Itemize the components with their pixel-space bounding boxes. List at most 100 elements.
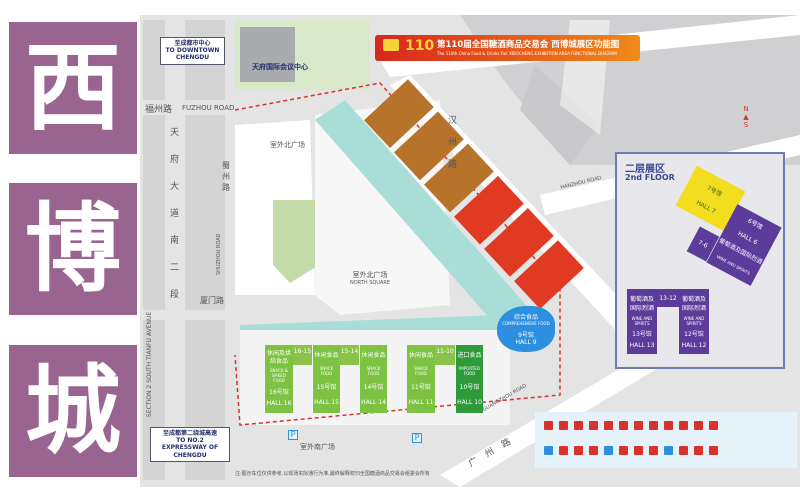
hall-12-en: HALL 12 bbox=[681, 342, 707, 350]
road-shuzhou-en: SHUZHOU ROAD bbox=[216, 233, 222, 275]
hall-12-category-en: WINE AND SPIRITS bbox=[683, 315, 705, 326]
no-entry-icon bbox=[709, 421, 718, 430]
hall-cat: 休闲食品 bbox=[314, 351, 339, 359]
no-entry-icon bbox=[709, 446, 718, 455]
north-square-cn: 室外北广场 bbox=[352, 271, 388, 279]
map-legend bbox=[535, 412, 797, 468]
toilet-icon bbox=[559, 446, 568, 455]
cafe-icon bbox=[694, 421, 703, 430]
connector-11-10[interactable]: 11-10 bbox=[435, 345, 455, 365]
parking-icon bbox=[619, 446, 628, 455]
title-char-bo: 博 bbox=[9, 183, 137, 315]
footnote: 注:图示车位仅供参考,以现场实际通行为准,最终解释权归全国糖酒商品交易会组委会所… bbox=[235, 471, 430, 477]
hall-12[interactable]: 葡萄酒及国际烈酒 WINE AND SPIRITS 12号馆 HALL 12 bbox=[679, 289, 709, 354]
fire-icon bbox=[604, 421, 613, 430]
fair-logo-icon bbox=[383, 39, 399, 51]
fire-icon bbox=[604, 446, 613, 455]
road-fuzhou-cn: 福州路 bbox=[145, 105, 173, 115]
info-icon bbox=[544, 421, 553, 430]
connector-label: 15-14 bbox=[340, 348, 359, 355]
hall-en: HALL 16 bbox=[266, 400, 292, 408]
restaurant-icon bbox=[574, 421, 583, 430]
road-xiamen-cn: 厦门路 bbox=[200, 296, 224, 305]
fair-logo-number: 110 bbox=[405, 38, 435, 54]
hall-en: HALL 15 bbox=[314, 398, 339, 406]
hall-13-en: HALL 13 bbox=[629, 342, 655, 350]
compass-icon: N▲S bbox=[743, 105, 749, 129]
sign-expressway: 至成都第二绕城高速 TO NO.2 EXPRESSWAY OF CHENGDU bbox=[150, 427, 230, 462]
info-icon bbox=[544, 446, 553, 455]
south-square: 室外南广场 bbox=[300, 443, 335, 451]
taxi-icon bbox=[649, 421, 658, 430]
title-banner: 110 第110届全国糖酒商品交易会 西博城展区功能图 The 110th Ch… bbox=[375, 35, 640, 61]
convention-center-label: 天府国际会议中心 bbox=[252, 63, 308, 71]
hall-13[interactable]: 葡萄酒及国际烈酒 WINE AND SPIRITS 13号馆 HALL 13 bbox=[627, 289, 657, 354]
parking-icon: P bbox=[412, 433, 422, 443]
hall-9-number: 9号馆 bbox=[518, 332, 534, 339]
first-aid-icon bbox=[589, 446, 598, 455]
road-tianfu-en: SECTION 2 SOUTH TIANFU AVENUE bbox=[146, 311, 153, 417]
west-square: 室外北广场 bbox=[270, 141, 305, 149]
sign-downtown: 至成都市中心 TO DOWNTOWN CHENGDU bbox=[160, 37, 225, 65]
hall-num: 10号馆 bbox=[459, 384, 480, 392]
hall-cat-en: SNACK FOOD bbox=[414, 365, 428, 376]
hall-9-category: 综合食品 bbox=[513, 314, 538, 321]
hall-en: HALL 10 bbox=[457, 398, 482, 406]
hall-num: 15号馆 bbox=[316, 384, 337, 392]
restaurant-icon bbox=[574, 446, 583, 455]
hall-cat: 休闲及烘焙食品 bbox=[266, 350, 291, 365]
parking-icon: P bbox=[288, 430, 298, 440]
exit-icon bbox=[664, 446, 673, 455]
atm-icon bbox=[679, 421, 688, 430]
hall-en: HALL 11 bbox=[408, 398, 434, 406]
bus-icon bbox=[634, 421, 643, 430]
hall-10[interactable]: 进口食品 IMPORTED FOOD 10号馆 HALL 10 bbox=[456, 345, 483, 413]
first-aid-icon bbox=[589, 421, 598, 430]
hall-9-category-en: COMPREHENSIVE FOOD bbox=[502, 321, 550, 326]
hall-1 bbox=[364, 79, 434, 149]
hall-13-number: 13号馆 bbox=[632, 331, 652, 339]
floor2-title-en: 2nd FLOOR bbox=[625, 173, 675, 182]
hall-13-category: 葡萄酒及国际烈酒 bbox=[629, 295, 654, 312]
hall-12-category: 葡萄酒及国际烈酒 bbox=[681, 295, 706, 312]
hall-16[interactable]: 休闲及烘焙食品 SNACK & BAKED FOOD 16号馆 HALL 16 bbox=[265, 345, 293, 413]
hall-13-category-en: WINE AND SPIRITS bbox=[631, 315, 653, 326]
hall-3 bbox=[424, 143, 494, 213]
banner-title-en: The 110th China Food & Drinks Fair XIBOC… bbox=[437, 51, 617, 56]
north-square-en: NORTH SQUARE bbox=[350, 280, 391, 286]
connector-16-15[interactable]: 16-15 bbox=[293, 345, 312, 365]
sign-expressway-en: TO NO.2 EXPRESSWAY OF CHENGDU bbox=[161, 437, 219, 459]
hall-num: 14号馆 bbox=[363, 384, 384, 392]
atm-icon bbox=[679, 446, 688, 455]
hall-9-en: HALL 9 bbox=[515, 339, 537, 346]
road-shuzhou-cn: 蜀州路 bbox=[222, 161, 230, 192]
connector-13-12[interactable]: 13-12 bbox=[657, 289, 679, 307]
exhibition-map: 综合食品 COMPREHENSIVE FOOD 9号馆 HALL 9 休闲及烘焙… bbox=[140, 15, 800, 487]
road-tianfu-cn: 天府大道南二段 bbox=[170, 128, 180, 300]
parking-icon bbox=[619, 421, 628, 430]
hall-cat-en: SNACK & BAKED FOOD bbox=[269, 368, 288, 384]
road-hanzhou-cn: 汉州路 bbox=[448, 116, 458, 170]
cafe-icon bbox=[694, 446, 703, 455]
hall-12-number: 12号馆 bbox=[684, 331, 704, 339]
connector-label: 11-10 bbox=[436, 348, 454, 355]
hall-2 bbox=[394, 111, 464, 181]
hall-num: 11号馆 bbox=[411, 384, 431, 392]
hall-cat-en: SNACK FOOD bbox=[319, 365, 334, 376]
connector-label: 16-15 bbox=[293, 348, 312, 355]
connector-15-14[interactable]: 15-14 bbox=[340, 345, 359, 365]
hall-cat: 进口食品 bbox=[457, 351, 482, 359]
banner-title-cn: 第110届全国糖酒商品交易会 西博城展区功能图 bbox=[437, 40, 620, 50]
second-floor-panel: 二层展区 2nd FLOOR 7号馆 HALL 7 7-6 6号馆 HALL 6… bbox=[615, 152, 785, 369]
road-fuzhou-en: FUZHOU ROAD bbox=[182, 104, 235, 112]
hall-15[interactable]: 休闲食品 SNACK FOOD 15号馆 HALL 15 bbox=[313, 345, 340, 413]
title-char-xi: 西 bbox=[9, 22, 137, 154]
connector-7-6-label: 7-6 bbox=[697, 238, 709, 250]
taxi-icon bbox=[649, 446, 658, 455]
hall-8 bbox=[514, 240, 584, 309]
hall-9[interactable]: 综合食品 COMPREHENSIVE FOOD 9号馆 HALL 9 bbox=[497, 306, 555, 352]
hall-num: 16号馆 bbox=[269, 388, 289, 396]
hall-cat-en: IMPORTED FOOD bbox=[459, 365, 480, 376]
